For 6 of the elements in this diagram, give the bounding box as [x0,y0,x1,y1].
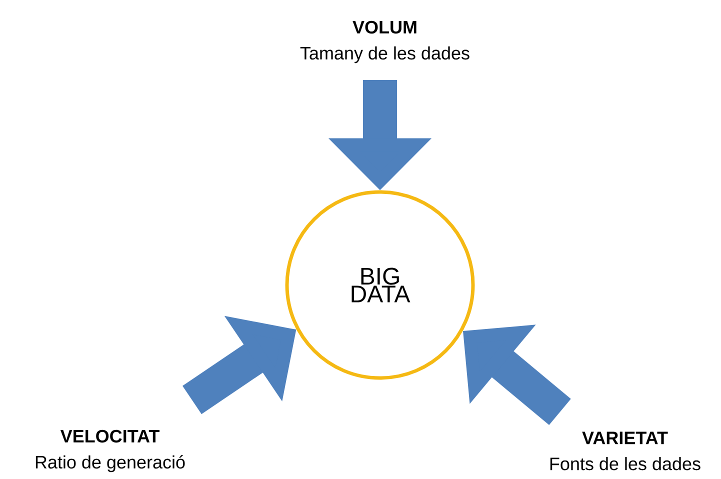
heading: VOLUM [352,20,416,34]
description: Tamany de les dades [300,46,470,64]
heading: VELOCITAT [60,430,160,443]
description: Fonts de les dades [550,457,700,470]
heading: VARIETAT [582,432,668,444]
description: Ratio de generació [36,455,185,472]
